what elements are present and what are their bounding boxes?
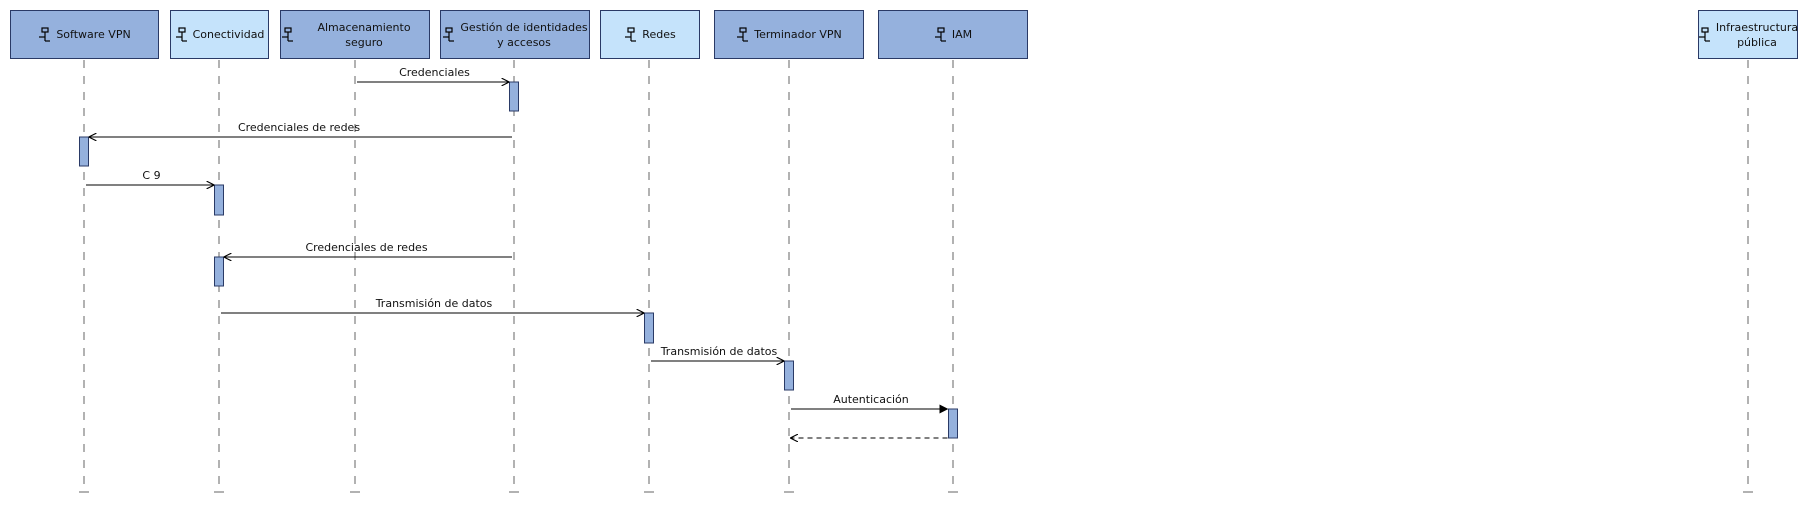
message-label-4: Transmisión de datos (375, 297, 493, 310)
participant-3[interactable]: Gestión de identidades y accesos (440, 10, 590, 59)
message-label-6: Autenticación (833, 393, 909, 406)
participant-6[interactable]: IAM (878, 10, 1028, 59)
component-icon (443, 26, 455, 42)
participant-4[interactable]: Redes (600, 10, 700, 59)
component-icon (1698, 26, 1710, 42)
participant-1[interactable]: Conectividad (170, 10, 269, 59)
participant-label: Infraestructura pública (1715, 20, 1799, 49)
participant-5[interactable]: Terminador VPN (714, 10, 864, 59)
message-label-5: Transmisión de datos (660, 345, 778, 358)
participant-label: Gestión de identidades y accesos (460, 20, 588, 49)
message-label-2: C 9 (142, 169, 160, 182)
message-label-0: Credenciales (399, 66, 470, 79)
activation-6 (948, 408, 958, 439)
component-icon (625, 26, 637, 42)
participant-label: Software VPN (56, 28, 131, 41)
component-icon (39, 26, 51, 42)
participant-label: Terminador VPN (754, 28, 842, 41)
participant-label: IAM (951, 28, 973, 41)
participant-label: Almacenamiento seguro (317, 20, 411, 49)
participant-label: Conectividad (192, 28, 265, 41)
component-icon (175, 26, 187, 42)
participant-7[interactable]: Infraestructura pública (1698, 10, 1798, 59)
message-label-3: Credenciales de redes (305, 241, 427, 254)
activation-1 (79, 136, 89, 167)
activation-5 (784, 360, 794, 391)
message-label-1: Credenciales de redes (238, 121, 360, 134)
component-icon (737, 26, 749, 42)
activation-0 (509, 81, 519, 112)
component-icon (934, 26, 946, 42)
participant-label: Redes (642, 28, 676, 41)
participant-0[interactable]: Software VPN (10, 10, 159, 59)
activation-2 (214, 184, 224, 216)
participant-2[interactable]: Almacenamiento seguro (280, 10, 430, 59)
component-icon (282, 26, 293, 42)
activation-4 (644, 312, 654, 344)
activation-3 (214, 256, 224, 287)
